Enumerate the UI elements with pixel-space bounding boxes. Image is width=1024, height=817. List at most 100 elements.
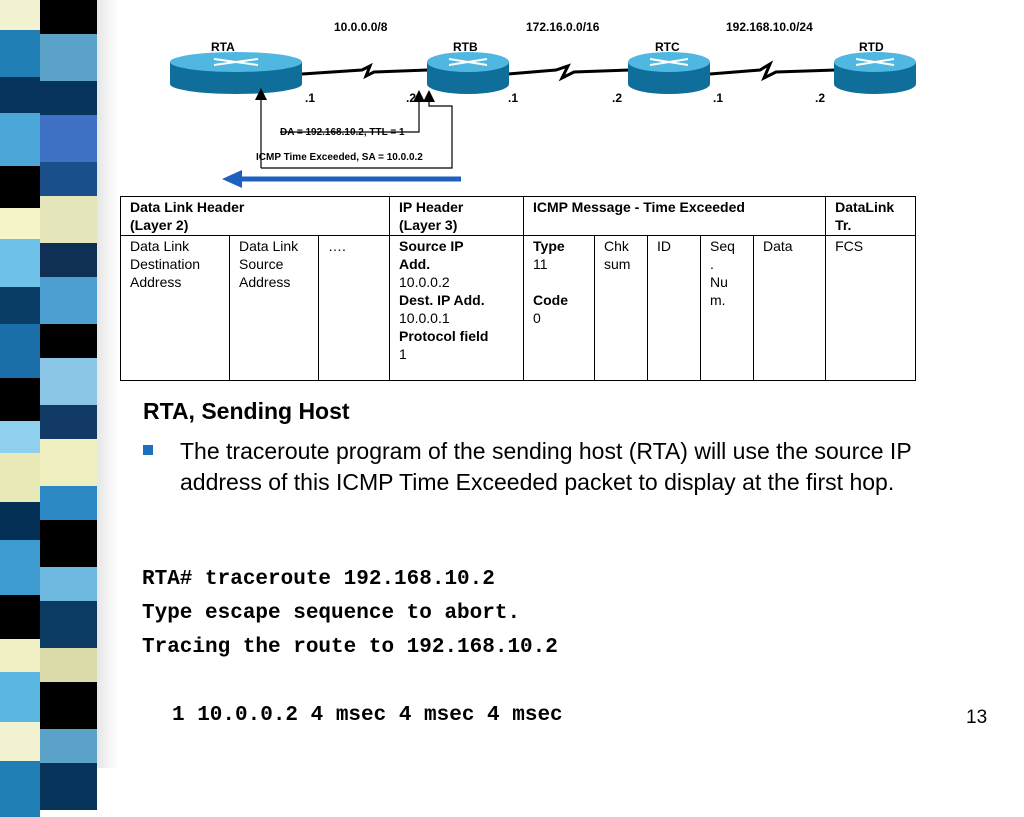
cell-checksum: Chk sum — [594, 235, 649, 381]
cell-line: Chk — [604, 238, 629, 254]
network-label-3: 192.168.10.0/24 — [726, 20, 813, 34]
network-label-2: 172.16.0.0/16 — [526, 20, 600, 34]
interface-label: .2 — [406, 91, 416, 105]
table-row: Data Link Destination Address Data Link … — [120, 235, 917, 381]
packet-table: Data Link Header (Layer 2) IP Header (La… — [119, 196, 917, 381]
stripe-block — [40, 324, 97, 358]
cell-line: m. — [710, 292, 726, 308]
cell-line: Address — [130, 274, 182, 290]
spacer — [533, 273, 585, 291]
serial-link-1 — [301, 62, 429, 80]
packet-path — [255, 88, 453, 169]
header-icmp: ICMP Message - Time Exceeded — [523, 196, 827, 236]
stripe-block — [40, 162, 97, 196]
stripe-block — [40, 601, 97, 648]
code-line-command: RTA# traceroute 192.168.10.2 — [142, 568, 495, 591]
code-value: 0 — [533, 310, 541, 326]
stripe-block — [0, 540, 40, 595]
src-ip-label: Source IP — [399, 238, 464, 254]
stripe-block — [40, 277, 97, 324]
stripe-block — [40, 648, 97, 682]
cell-ellipsis: …. — [317, 235, 391, 381]
header-trailer: DataLink Tr. — [825, 196, 917, 236]
router-label-rtc: RTC — [655, 40, 680, 54]
cell-line: Data Link — [130, 238, 190, 254]
stripe-block — [40, 520, 97, 567]
cell-type-code: Type 11 Code 0 — [523, 235, 596, 381]
stripe-block — [0, 208, 40, 239]
packet-note: DA = 192.168.10.2, TTL = 1 — [280, 127, 405, 138]
router-rtc-icon[interactable] — [628, 52, 710, 94]
router-rtd-icon[interactable] — [834, 52, 916, 94]
stripe-block — [40, 0, 97, 34]
interface-label: .2 — [815, 91, 825, 105]
router-rta-icon[interactable] — [170, 52, 302, 94]
protocol-value: 1 — [399, 346, 407, 362]
cell-line: . — [710, 256, 714, 272]
stripe-block — [40, 358, 97, 405]
stripe-column-right — [40, 0, 97, 810]
network-diagram: RTA RTB RTC RTD 10.0.0.0/8 172.16.0.0/16… — [170, 20, 916, 188]
cell-line: Nu — [710, 274, 728, 290]
stripe-edge-shadow — [97, 0, 118, 768]
cell-line: Seq — [710, 238, 735, 254]
stripe-block — [40, 34, 97, 81]
stripe-block — [0, 324, 40, 378]
protocol-label: Protocol field — [399, 328, 489, 344]
interface-label: .1 — [305, 91, 315, 105]
interface-label: .2 — [612, 91, 622, 105]
stripe-block — [0, 502, 40, 540]
header-ip-sub: (Layer 3) — [399, 217, 458, 233]
cell-line: Data Link — [239, 238, 299, 254]
return-arrow-icon — [222, 170, 461, 188]
src-ip-value: 10.0.0.2 — [399, 274, 450, 290]
serial-link-2 — [507, 63, 631, 82]
stripe-block — [0, 287, 40, 324]
stripe-block — [0, 30, 40, 77]
stripe-block — [0, 166, 40, 208]
header-datalink: Data Link Header (Layer 2) — [119, 196, 391, 236]
cell-ip-fields: Source IP Add. 10.0.0.2 Dest. IP Add. 10… — [389, 235, 525, 381]
stripe-block — [0, 0, 40, 30]
header-trailer-sub: Tr. — [835, 217, 852, 233]
stripe-block — [0, 672, 40, 722]
cell-line: Destination — [130, 256, 201, 272]
code-line-escape: Type escape sequence to abort. — [142, 602, 521, 625]
stripe-block — [0, 77, 40, 113]
header-ip: IP Header (Layer 3) — [389, 196, 525, 236]
stripe-block — [0, 761, 40, 817]
cell-line: sum — [604, 256, 631, 272]
stripe-block — [0, 639, 40, 672]
header-datalink-sub: (Layer 2) — [130, 217, 189, 233]
dest-ip-value: 10.0.0.1 — [399, 310, 450, 326]
cell-line: Source — [239, 256, 284, 272]
stripe-block — [0, 722, 40, 761]
interface-label: .1 — [713, 91, 723, 105]
stripe-block — [0, 378, 40, 421]
stripe-block — [40, 115, 97, 162]
stripe-block — [40, 729, 97, 763]
cell-dest-address: Data Link Destination Address — [120, 235, 230, 381]
stripe-block — [40, 486, 97, 520]
icmp-note: ICMP Time Exceeded, SA = 10.0.0.2 — [256, 152, 423, 163]
cell-fcs: FCS — [825, 235, 917, 381]
stripe-block — [40, 567, 97, 601]
router-label-rtb: RTB — [453, 40, 478, 54]
stripe-column-left — [0, 0, 40, 817]
stripe-block — [40, 682, 97, 729]
page-number: 13 — [966, 707, 988, 728]
type-value: 11 — [533, 256, 548, 272]
interface-label: .1 — [508, 91, 518, 105]
code-line-hop: 1 10.0.0.2 4 msec 4 msec 4 msec — [172, 704, 563, 727]
section-heading: RTA, Sending Host — [143, 398, 350, 424]
header-trailer-title: DataLink — [835, 199, 895, 215]
stripe-block — [0, 421, 40, 453]
bullet-text: The traceroute program of the sending ho… — [180, 438, 912, 495]
stripe-block — [0, 595, 40, 639]
code-line-tracing: Tracing the route to 192.168.10.2 — [142, 636, 558, 659]
serial-link-3 — [709, 60, 837, 82]
type-label: Type — [533, 238, 565, 254]
cell-src-address: Data Link Source Address — [229, 235, 319, 381]
stripe-block — [0, 239, 40, 287]
router-rtb-icon[interactable] — [427, 52, 509, 94]
